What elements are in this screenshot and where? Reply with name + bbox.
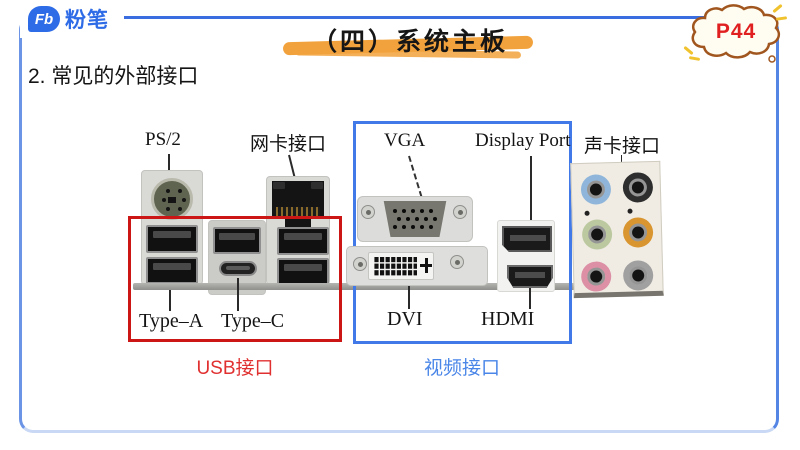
vga-screw-right [453, 205, 467, 219]
dvi-pins [373, 257, 417, 276]
slide-title: （四）系统主板 [311, 29, 508, 56]
panel-screw-dot [627, 208, 633, 214]
type-c-label: Type–C [221, 310, 285, 332]
section-heading: 2. 常见的外部接口 [28, 65, 199, 88]
jack-hole [628, 178, 648, 197]
audio-jack-line-in [580, 174, 612, 205]
dvi-analog-cross [420, 258, 432, 273]
video-group-box [353, 121, 572, 344]
type-c-callout-line [237, 278, 239, 311]
usb-c-port-icon [219, 261, 257, 276]
jack-hole [587, 225, 607, 244]
audio-label: 声卡接口 [584, 136, 661, 157]
lan-led-left [273, 182, 285, 189]
cloud-bubble-icon [691, 4, 781, 63]
dvi-screw-right [450, 255, 464, 269]
audio-jack-mic-in [580, 261, 612, 292]
ps2-port-icon [151, 178, 193, 220]
audio-jack-line-out [581, 219, 613, 250]
audio-callout-line [621, 155, 622, 164]
dvi-port-icon [368, 252, 434, 280]
slide-title-block: （四）系统主板 [282, 20, 537, 62]
slide-border-frame [19, 16, 779, 433]
type-a-label: Type–A [139, 310, 204, 332]
fenbi-logo-brand-text: 粉笔 [65, 9, 109, 32]
audio-jack-center-sub [622, 217, 654, 248]
lan-label: 网卡接口 [250, 134, 327, 155]
usb-a-port-icon [146, 257, 198, 284]
displayport-label: Display Port [475, 130, 571, 151]
displayport-port-icon [502, 226, 552, 252]
jack-hole [586, 180, 606, 199]
jack-hole [628, 266, 648, 285]
vga-pins [393, 209, 397, 213]
jack-hole [586, 267, 606, 286]
ps2-label: PS/2 [145, 129, 181, 150]
lan-led-right [311, 182, 323, 189]
audio-jack-rear-out [622, 172, 654, 203]
fenbi-logo: Fb 粉笔 [20, 0, 124, 38]
page-number-badge: P44 [683, 3, 788, 67]
dvi-label: DVI [387, 308, 423, 330]
ps2-key-notch [168, 197, 176, 203]
usb-a-port-icon [146, 225, 198, 253]
type-a-callout-line [169, 290, 171, 311]
video-group-caption: 视频接口 [423, 358, 500, 379]
panel-screw-dot [584, 210, 590, 216]
page-number: P44 [715, 20, 757, 43]
audio-jack-panel [570, 160, 664, 299]
vga-screw-left [361, 205, 375, 219]
vga-label: VGA [384, 130, 426, 151]
displayport-callout-line [530, 156, 532, 222]
hdmi-callout-line [529, 288, 531, 309]
audio-jack-side-out [622, 260, 654, 291]
usb-group-caption: USB接口 [196, 358, 274, 379]
vga-port-icon [383, 201, 447, 237]
fenbi-logo-icon: Fb [28, 6, 60, 32]
dvi-callout-line [408, 286, 410, 309]
ps2-pins [166, 189, 170, 193]
usb-group-box [128, 216, 342, 342]
usb-a-port-icon [213, 227, 261, 254]
motherboard-ports-figure: PS/2 网卡接口 Type–A Type–C VGA Display Port [125, 110, 700, 400]
jack-hole [628, 223, 648, 242]
usb-a-port-icon [277, 227, 329, 255]
hdmi-label: HDMI [481, 308, 535, 330]
hdmi-port-icon [507, 265, 553, 288]
dvi-screw-left [353, 257, 367, 271]
